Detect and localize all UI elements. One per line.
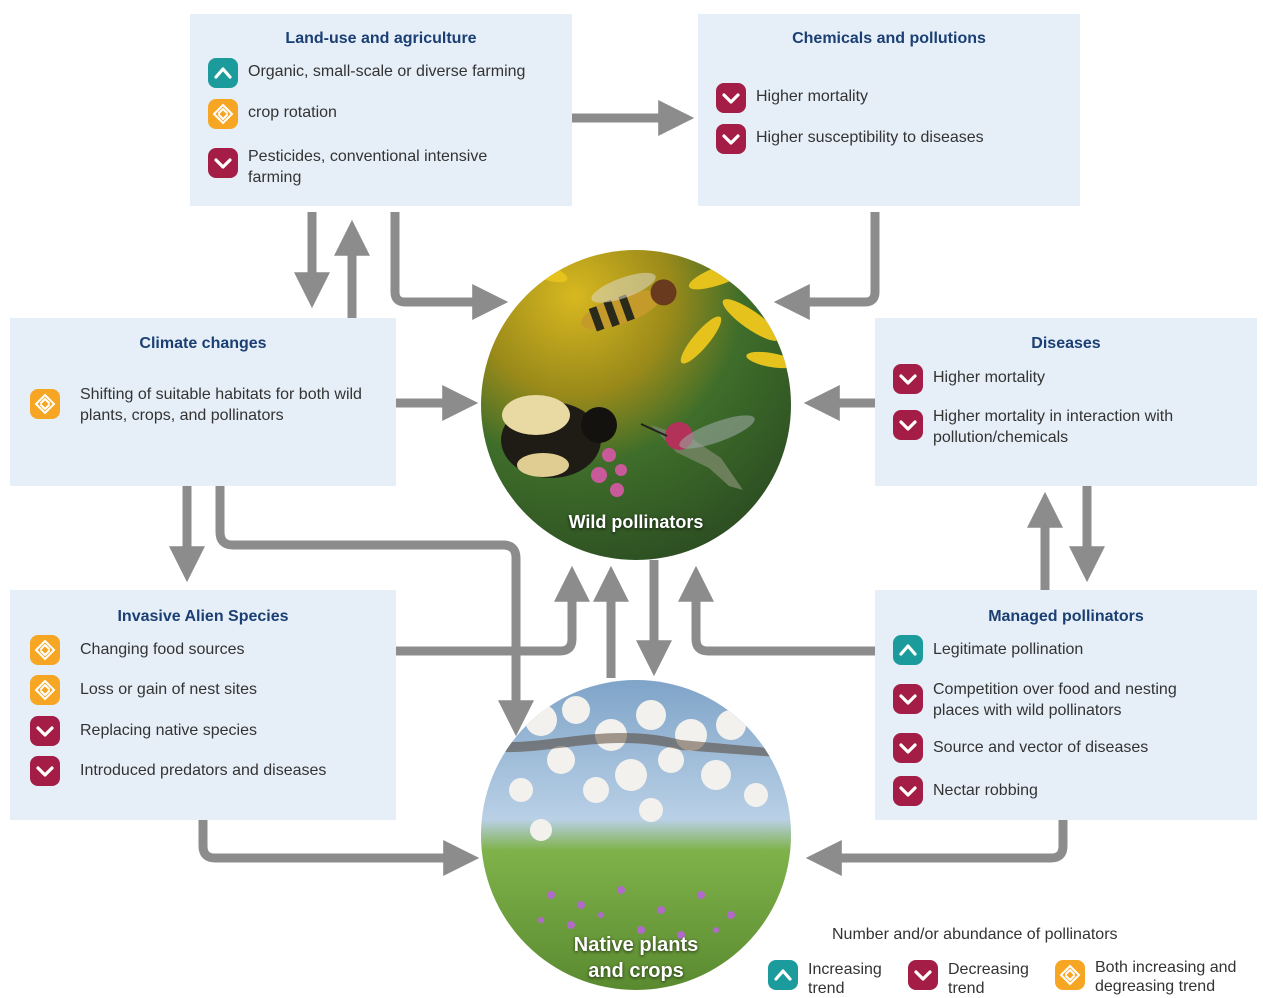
managed-item-1: Legitimate pollination	[893, 635, 1243, 665]
hummingbird	[640, 415, 755, 490]
diamond-chevrons-icon	[208, 99, 238, 129]
managed-item-2: Competition over food and nesting places…	[893, 679, 1243, 721]
managed-item-text: Nectar robbing	[933, 782, 1038, 799]
invasive-item-text: Loss or gain of nest sites	[80, 681, 257, 698]
arrow-climate-to-native	[215, 486, 534, 737]
arrow-managed-to-native	[805, 820, 1068, 876]
climate-item-text: Shifting of suitable habitats for both w…	[80, 386, 362, 424]
managed-title: Managed pollinators	[988, 608, 1144, 625]
wild-pollinators-image: Wild pollinators	[481, 250, 791, 560]
landuse-title: Land-use and agriculture	[285, 30, 477, 47]
pollinators-illustration	[481, 250, 791, 560]
legend-both-text: Both increasing and degreasing trend	[1095, 959, 1237, 995]
chevron-up-icon	[893, 635, 923, 665]
landuse-item-text: Pesticides, conventional intensive farmi…	[248, 148, 488, 186]
landuse-item-2: crop rotation	[208, 99, 562, 129]
chemicals-title: Chemicals and pollutions	[792, 30, 986, 47]
managed-item-text: Source and vector of diseases	[933, 739, 1149, 756]
legend-increasing-text: Increasing trend	[808, 961, 882, 997]
invasive-item-text: Replacing native species	[80, 722, 257, 739]
diamond-chevrons-icon	[1055, 960, 1085, 990]
legend-both: Both increasing and degreasing trend	[1055, 958, 1255, 996]
invasive-box: Invasive Alien Species Changing food sou…	[10, 590, 396, 820]
arrow-chemicals-to-wild	[773, 212, 880, 320]
chemicals-box: Chemicals and pollutions Higher mortalit…	[698, 14, 1080, 206]
plants-illustration	[481, 680, 791, 990]
invasive-item-text: Changing food sources	[80, 641, 245, 658]
arrow-managed-to-wild	[678, 565, 875, 656]
landuse-item-text: Organic, small-scale or diverse farming	[248, 63, 526, 80]
arrow-invasive-to-wild	[396, 565, 590, 656]
chevron-down-icon	[893, 776, 923, 806]
landuse-item-1: Organic, small-scale or diverse farming	[208, 58, 562, 88]
invasive-title: Invasive Alien Species	[117, 608, 289, 625]
legend-decreasing: Decreasing trend	[908, 960, 1040, 998]
managed-item-4: Nectar robbing	[893, 776, 1243, 806]
arrow-landuse-to-wild	[390, 212, 509, 320]
chevron-up-icon	[768, 960, 798, 990]
diseases-title: Diseases	[1031, 335, 1101, 352]
chevron-down-icon	[30, 716, 60, 746]
invasive-item-3: Replacing native species	[30, 716, 380, 746]
diamond-chevrons-icon	[30, 635, 60, 665]
diamond-chevrons-icon	[30, 389, 60, 419]
managed-item-3: Source and vector of diseases	[893, 733, 1243, 763]
invasive-item-4: Introduced predators and diseases	[30, 756, 380, 786]
chevron-down-icon	[893, 733, 923, 763]
native-plants-label-line2: and crops	[588, 960, 684, 982]
managed-item-text: Legitimate pollination	[933, 641, 1084, 658]
landuse-item-3: Pesticides, conventional intensive farmi…	[208, 146, 528, 188]
landuse-item-text: crop rotation	[248, 104, 337, 121]
chevron-down-icon	[716, 83, 746, 113]
invasive-item-2: Loss or gain of nest sites	[30, 675, 380, 705]
diamond-chevrons-icon	[30, 675, 60, 705]
chevron-down-icon	[893, 410, 923, 440]
diseases-item-text: Higher mortality in interaction with pol…	[933, 408, 1174, 446]
chevron-down-icon	[30, 756, 60, 786]
invasive-item-text: Introduced predators and diseases	[80, 762, 327, 779]
legend-increasing: Increasing trend	[768, 960, 898, 998]
diseases-item-2: Higher mortality in interaction with pol…	[893, 406, 1243, 448]
invasive-item-1: Changing food sources	[30, 635, 380, 665]
chemicals-item-text: Higher mortality	[756, 88, 869, 105]
chevron-down-icon	[716, 124, 746, 154]
climate-item-1: Shifting of suitable habitats for both w…	[30, 384, 380, 426]
chemicals-item-text: Higher susceptibility to diseases	[756, 129, 984, 146]
climate-title: Climate changes	[139, 335, 267, 352]
native-plants-image: Native plants and crops	[481, 680, 791, 990]
native-plants-label-line1: Native plants	[573, 934, 699, 956]
chevron-down-icon	[908, 960, 938, 990]
managed-box: Managed pollinators Legitimate pollinati…	[875, 590, 1257, 820]
managed-item-text: Competition over food and nesting places…	[933, 681, 1177, 719]
chevron-down-icon	[893, 364, 923, 394]
wild-pollinators-label: Wild pollinators	[568, 512, 704, 532]
chevron-down-icon	[208, 148, 238, 178]
landuse-box: Land-use and agriculture Organic, small-…	[190, 14, 572, 206]
bumblebee	[501, 395, 617, 478]
diseases-item-text: Higher mortality	[933, 369, 1046, 386]
chemicals-item-2: Higher susceptibility to diseases	[716, 124, 1070, 154]
arrow-invasive-to-native	[198, 820, 480, 876]
legend-title: Number and/or abundance of pollinators	[832, 926, 1118, 943]
climate-box: Climate changes Shifting of suitable hab…	[10, 318, 396, 486]
chevron-up-icon	[208, 58, 238, 88]
hoverfly	[581, 272, 677, 332]
diseases-box: Diseases Higher mortality Higher mortali…	[875, 318, 1257, 486]
diseases-item-1: Higher mortality	[893, 364, 1243, 394]
legend-decreasing-text: Decreasing trend	[948, 961, 1029, 997]
chemicals-item-1: Higher mortality	[716, 83, 1070, 113]
chevron-down-icon	[893, 684, 923, 714]
